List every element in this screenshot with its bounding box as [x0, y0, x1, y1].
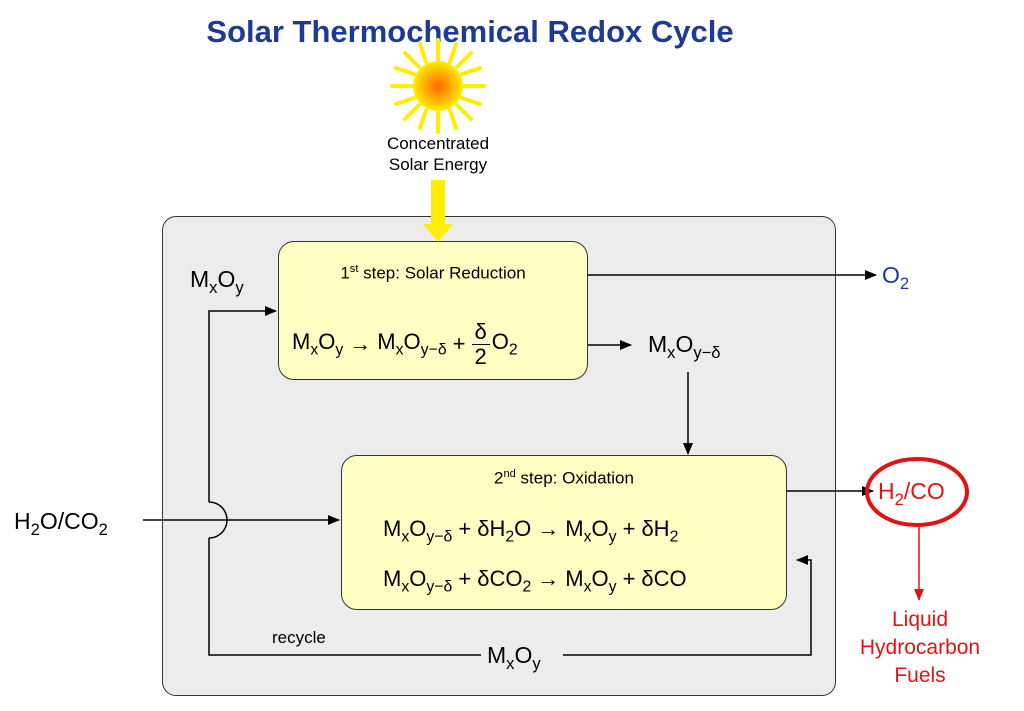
syngas-product-label: H2/CO	[878, 478, 945, 509]
sun-icon	[390, 38, 486, 134]
product-highlight-ellipse	[865, 457, 969, 527]
feed-label: H2O/CO2	[14, 508, 108, 539]
step1-reduction-box	[278, 241, 588, 380]
step1-heading: 1st step: Solar Reduction	[340, 263, 526, 283]
solar-energy-arrow	[423, 180, 453, 242]
recycle-label: recycle	[272, 628, 326, 647]
solar-energy-label: Concentrated Solar Energy	[386, 134, 490, 174]
reduced-oxide-label: MxOy−δ	[648, 331, 721, 362]
step2-equation-co2: MxOy−δ+δCO2→MxOy+δCO	[383, 566, 687, 596]
step1-equation: MxOy → MxOy−δ + δ 2 O2	[292, 318, 518, 369]
recycle-loop	[208, 306, 812, 656]
step2-equation-water: MxOy−δ+δH2O→MxOy+δH2	[383, 516, 679, 546]
liquid-fuels-label: Liquid Hydrocarbon Fuels	[859, 608, 981, 687]
metal-oxide-input-label: MxOy	[190, 266, 244, 297]
step2-oxidation-box	[341, 455, 787, 610]
step2-heading: 2nd step: Oxidation	[494, 468, 634, 488]
page-title: Solar Thermochemical Redox Cycle	[206, 14, 734, 49]
metal-oxide-recycle-label: MxOy	[484, 642, 544, 674]
oxygen-output-label: O2	[882, 262, 910, 293]
